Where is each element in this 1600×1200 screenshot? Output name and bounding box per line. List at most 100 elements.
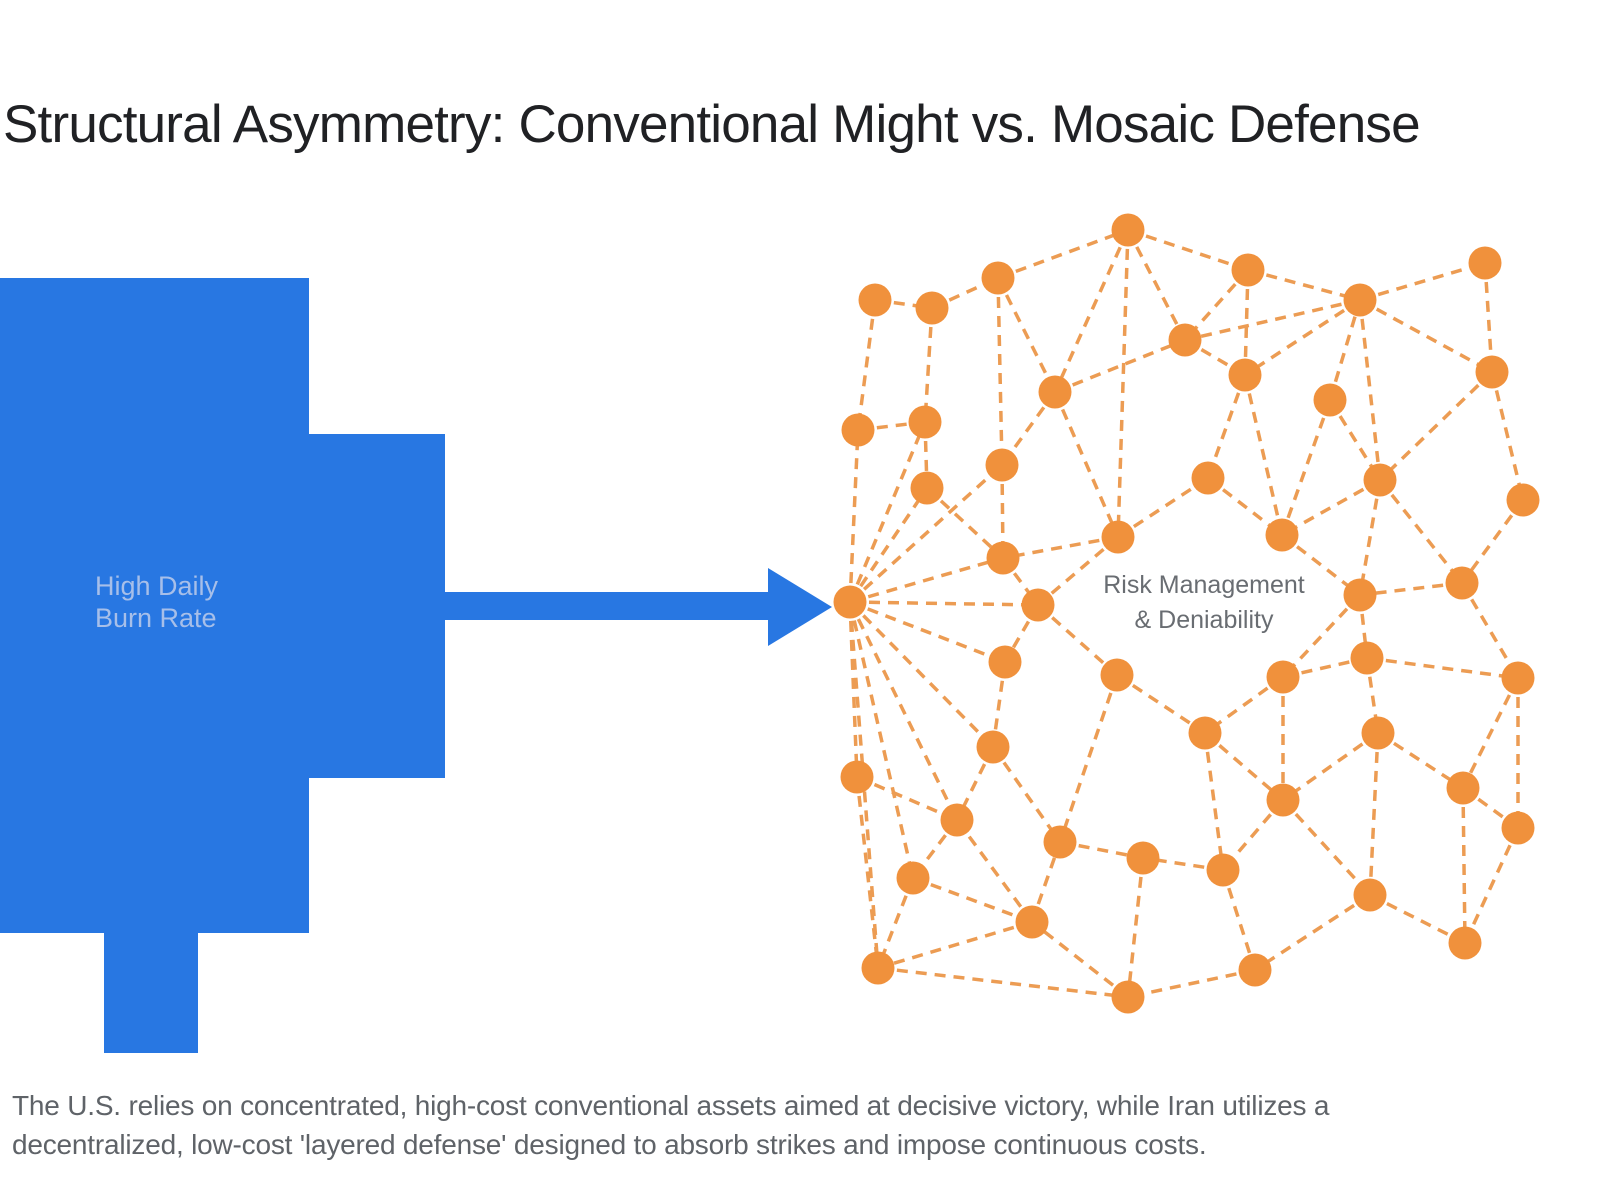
network-edge: [1053, 229, 1130, 393]
network-node: [1038, 375, 1072, 409]
network-edge: [877, 920, 1033, 970]
network-edge: [849, 600, 1006, 664]
network-edge: [855, 776, 880, 969]
network-edge: [848, 601, 959, 821]
network-edge: [1059, 840, 1144, 860]
network-node: [1343, 578, 1377, 612]
strike-arrow-shaft: [445, 592, 770, 620]
network-edge: [848, 601, 915, 879]
caption-line1: The U.S. relies on concentrated, high-co…: [12, 1090, 1330, 1121]
network-edge: [1461, 677, 1520, 789]
network-nodes: [833, 213, 1540, 1014]
network-node: [1111, 213, 1145, 247]
network-node: [1101, 520, 1135, 554]
network-edge: [1460, 582, 1520, 679]
network-node: [986, 541, 1020, 575]
network-edge: [996, 277, 1004, 466]
network-edge: [997, 228, 1129, 280]
network-edge: [1377, 731, 1464, 790]
network-edge: [849, 556, 1004, 604]
left-unit-label: High Daily Burn Rate: [95, 570, 218, 634]
network-node: [1191, 461, 1225, 495]
strike-arrow-head: [768, 568, 832, 646]
network-edge: [1281, 798, 1372, 897]
network-node: [1501, 661, 1535, 695]
network-node: [1266, 660, 1300, 694]
network-edge: [1282, 656, 1368, 679]
left-unit-label-line1: High Daily: [95, 571, 219, 601]
network-node: [1100, 658, 1134, 692]
caption-line2: decentralized, low-cost 'layered defense…: [12, 1129, 1207, 1160]
network-node: [985, 448, 1019, 482]
network-node: [1353, 878, 1387, 912]
network-node: [1475, 355, 1509, 389]
network-edge: [996, 277, 1057, 393]
network-edge: [991, 745, 1062, 844]
network-edge: [1281, 731, 1380, 802]
network-edge: [848, 601, 880, 969]
network-node: [1506, 483, 1540, 517]
network-edge: [925, 486, 1005, 560]
network-edge: [1378, 370, 1494, 482]
network-edge: [1460, 498, 1525, 585]
network-edge: [856, 299, 877, 431]
left-unit-label-line2: Burn Rate: [95, 603, 217, 633]
network-edge: [1116, 229, 1130, 538]
network-edge: [1281, 478, 1381, 537]
network-edge: [1126, 229, 1187, 341]
network-edge: [991, 661, 1007, 748]
network-node: [1111, 980, 1145, 1014]
network-edge: [848, 421, 927, 603]
network-edge: [1244, 298, 1361, 377]
network-node: [1265, 518, 1299, 552]
network-edge: [1359, 298, 1493, 374]
network-edge: [1030, 920, 1130, 999]
network-node: [833, 585, 867, 619]
network-edge: [1058, 674, 1119, 843]
network-node: [1313, 383, 1347, 417]
network-edge: [1184, 298, 1361, 342]
network-edge: [1280, 399, 1332, 536]
network-edge: [1002, 535, 1119, 560]
network-node: [896, 861, 930, 895]
network-edge: [877, 966, 1129, 999]
network-node: [1231, 253, 1265, 287]
network-node: [1361, 716, 1395, 750]
network-edge: [1359, 261, 1486, 302]
network-edge: [923, 307, 934, 423]
network-node: [1445, 566, 1479, 600]
network-edge: [1126, 857, 1145, 998]
network-node: [1501, 811, 1535, 845]
network-node: [1266, 783, 1300, 817]
network-edge: [849, 600, 1039, 607]
network-edge: [1030, 841, 1062, 923]
network-node: [1015, 905, 1049, 939]
network-edge: [1368, 732, 1380, 896]
network-edge: [1490, 371, 1525, 501]
network-edge: [1254, 893, 1371, 972]
network-edge: [1461, 787, 1467, 944]
page-title: Structural Asymmetry: Conventional Might…: [3, 94, 1421, 154]
network-edge: [1053, 391, 1120, 538]
network-center-label-line1: Risk Management: [1103, 571, 1305, 599]
network-edge: [1203, 731, 1285, 802]
network-node: [861, 951, 895, 985]
network-node: [1446, 771, 1480, 805]
network-node: [840, 760, 874, 794]
network-node: [976, 730, 1010, 764]
network-edge: [1000, 390, 1057, 467]
network-edge: [1054, 338, 1186, 394]
network-edge: [1127, 228, 1249, 272]
network-node: [1188, 716, 1222, 750]
network-node: [988, 645, 1022, 679]
network-node: [1350, 641, 1384, 675]
network-node: [1468, 246, 1502, 280]
network-edge: [848, 487, 929, 603]
network-edge: [1366, 656, 1519, 680]
network-edge: [1359, 581, 1463, 597]
network-node: [1363, 463, 1397, 497]
network-edge: [848, 463, 1004, 604]
network-edge: [1127, 968, 1256, 999]
network-edge: [912, 876, 1033, 924]
